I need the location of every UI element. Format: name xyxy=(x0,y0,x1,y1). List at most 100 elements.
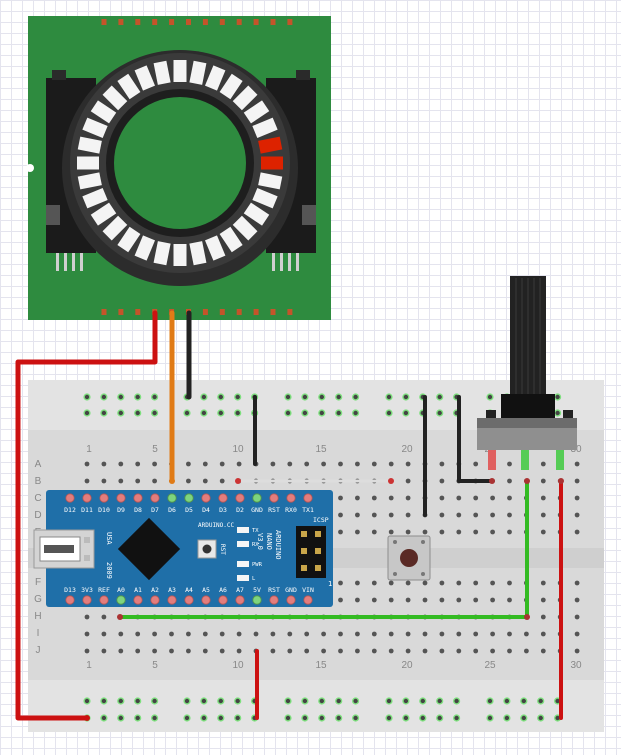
rail-hole xyxy=(420,698,425,704)
rail-hole xyxy=(555,715,560,721)
ring-led xyxy=(243,100,270,124)
nano-header-pin xyxy=(303,493,313,503)
leg xyxy=(64,253,67,271)
breadboard-hole xyxy=(388,648,394,654)
breadboard-hole xyxy=(540,614,546,620)
rail-hole xyxy=(201,698,207,704)
breadboard-hole xyxy=(524,631,529,637)
pcb-pins-top xyxy=(101,19,293,25)
rail-hole xyxy=(135,410,140,416)
col-number-15-bottom: 15 xyxy=(315,660,327,671)
rail-hole xyxy=(403,394,409,400)
breadboard-hole xyxy=(371,597,377,603)
pin-label-d13: D13 xyxy=(64,586,76,594)
reset-button-cap[interactable] xyxy=(202,544,212,554)
breadboard-hole xyxy=(490,495,495,501)
breadboard-hole xyxy=(355,461,360,467)
breadboard-hole xyxy=(84,614,90,620)
row-letter-i: I xyxy=(37,628,40,639)
pcb-edge-pin xyxy=(135,19,141,25)
wire-red-power xyxy=(15,310,158,721)
breadboard-hole xyxy=(101,461,107,467)
breadboard-hole xyxy=(338,529,343,535)
push-button[interactable] xyxy=(387,535,431,581)
rail-hole xyxy=(285,410,291,416)
ring-led xyxy=(77,156,99,170)
breadboard-hole xyxy=(371,580,377,586)
nano-header-pin xyxy=(99,595,109,605)
nano-header-pin xyxy=(133,595,143,605)
breadboard-hole xyxy=(456,495,462,501)
nano-header-pin xyxy=(201,595,211,605)
breadboard-hole xyxy=(388,512,394,518)
rail-hole xyxy=(201,715,207,721)
pot-tab xyxy=(563,410,573,420)
pin-label-tx1: TX1 xyxy=(302,506,314,514)
year-label: 2009 xyxy=(105,562,113,579)
breadboard-hole xyxy=(490,631,495,637)
usb-tab xyxy=(84,555,90,561)
pin-label-d10: D10 xyxy=(98,506,110,514)
breadboard-hole xyxy=(422,648,428,654)
rail-hole xyxy=(437,698,442,704)
breadboard-hole xyxy=(507,529,512,535)
pot-leg-right xyxy=(556,450,564,470)
button-cap[interactable] xyxy=(400,549,418,567)
breadboard-hole xyxy=(118,461,124,467)
led-ring-module xyxy=(26,16,331,320)
potentiometer[interactable] xyxy=(477,276,577,470)
model-line-3: V3.0 xyxy=(256,533,264,550)
icsp-body xyxy=(296,526,326,578)
breadboard-hole xyxy=(574,631,580,637)
breadboard-hole xyxy=(456,529,462,535)
breadboard-hole xyxy=(304,461,310,467)
breadboard-hole xyxy=(371,631,377,637)
rail-hole xyxy=(84,394,90,400)
rail-hole xyxy=(218,410,223,416)
button-corner xyxy=(393,572,397,576)
rail-hole xyxy=(403,715,409,721)
rail-hole xyxy=(302,698,308,704)
breadboard-hole xyxy=(540,648,546,654)
ring-led xyxy=(117,73,141,100)
pin-label-d11: D11 xyxy=(81,506,93,514)
ring-center-hole xyxy=(114,97,246,229)
rail-hole xyxy=(336,394,341,400)
rail-hole xyxy=(101,410,107,416)
breadboard-hole xyxy=(422,631,428,637)
breadboard-hole xyxy=(101,614,107,620)
breadboard-hole xyxy=(186,631,191,637)
col-number-20-bottom: 20 xyxy=(401,660,413,671)
breadboard-hole xyxy=(388,461,394,467)
pot-shaft-ridges xyxy=(515,278,541,394)
rx-led xyxy=(237,541,249,547)
nano-header-pin xyxy=(82,595,92,605)
rail-hole xyxy=(538,698,543,704)
nano-header-pin xyxy=(269,595,279,605)
wire-end xyxy=(558,478,564,484)
breadboard-hole xyxy=(540,478,546,484)
breadboard-hole xyxy=(439,529,445,535)
breadboard-hole xyxy=(219,648,225,654)
ring-led xyxy=(232,215,258,241)
breadboard-hole xyxy=(355,580,360,586)
breadboard-hole xyxy=(287,648,293,654)
ring-led xyxy=(219,226,243,253)
rail-hole xyxy=(302,394,308,400)
tx-led-label: TX xyxy=(252,528,259,534)
breadboard-hole xyxy=(253,631,259,637)
nano-header-pin xyxy=(116,493,126,503)
col-number-15-top: 15 xyxy=(315,444,327,455)
pin-label-a0: A0 xyxy=(117,586,125,594)
breadboard-hole xyxy=(456,580,462,586)
breadboard-hole xyxy=(507,631,512,637)
rail-hole xyxy=(152,698,157,704)
breadboard-hole xyxy=(321,631,326,637)
breadboard-hole xyxy=(574,495,580,501)
ring-led xyxy=(134,65,156,91)
ring-led xyxy=(77,136,102,154)
rail-hole xyxy=(84,410,90,416)
pcb-edge-pin xyxy=(287,309,293,315)
col-number-20-top: 20 xyxy=(401,444,413,455)
rail-hole xyxy=(336,715,341,721)
